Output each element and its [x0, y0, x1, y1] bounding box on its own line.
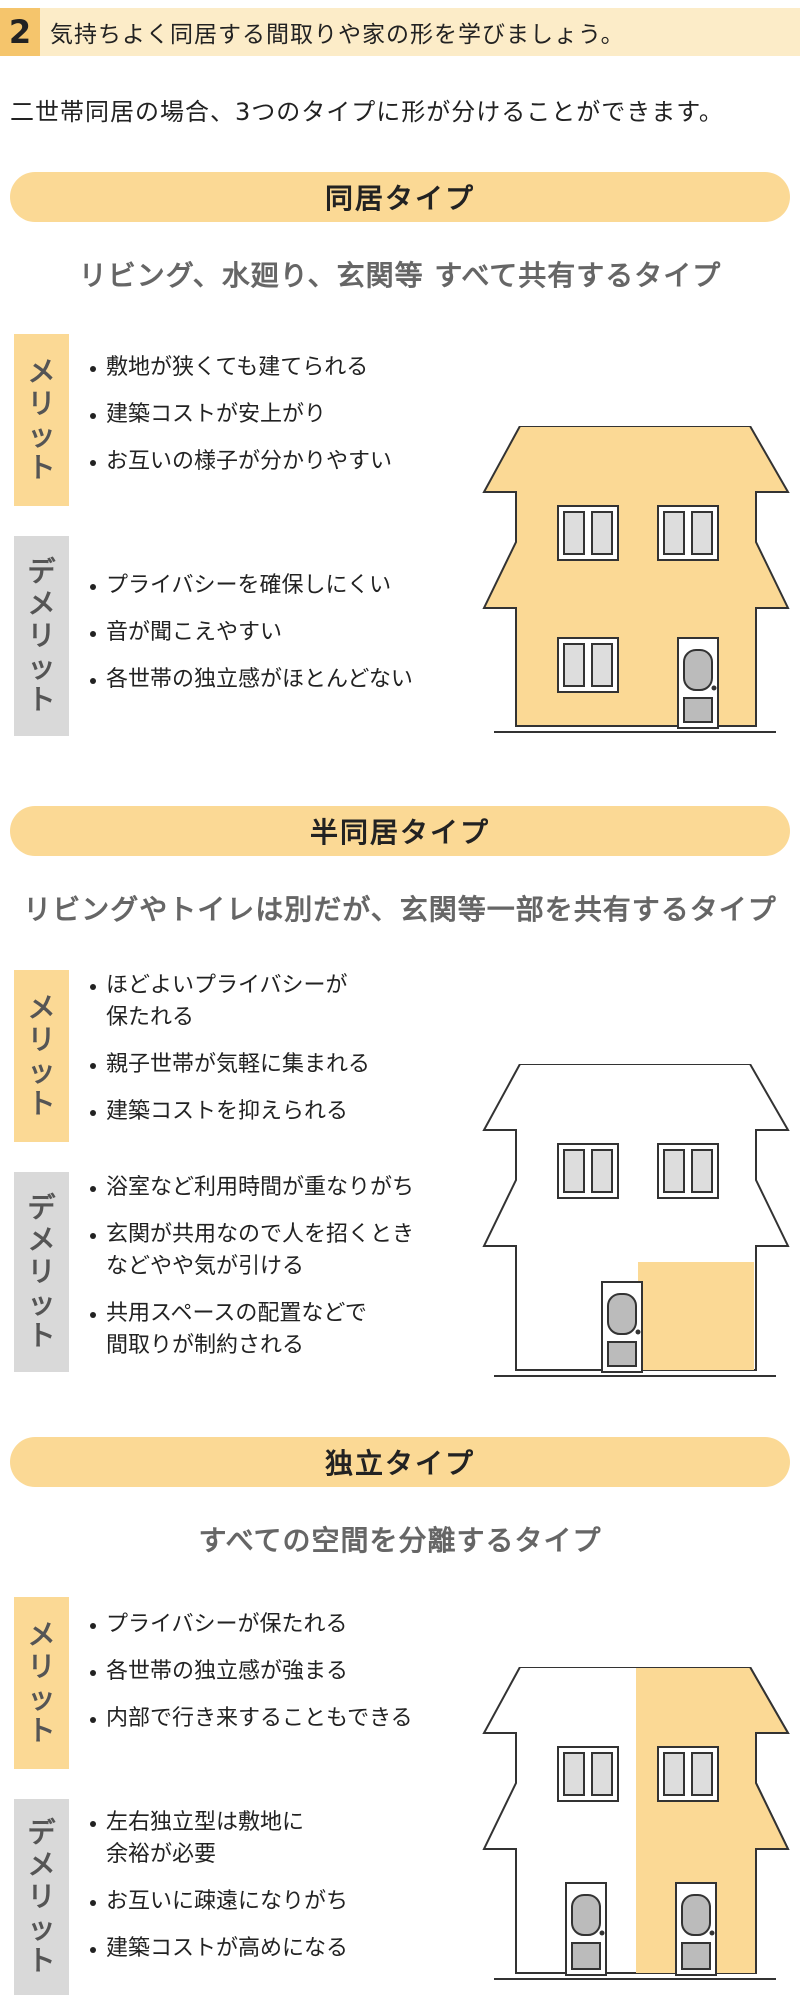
label-char: ト — [27, 1319, 56, 1353]
demerit-list: 浴室など利用時間が重なりがち玄関が共用なので人を招くときなどやや気が引ける共用ス… — [88, 1172, 414, 1377]
merit-label: メリット — [14, 334, 69, 506]
label-char: リ — [27, 386, 56, 420]
list-item: プライバシーが保たれる — [88, 1609, 413, 1641]
type-section-full: 同居タイプ リビング、水廻り、玄関等 すべて共有するタイプ メリット 敷地が狭く… — [0, 172, 800, 752]
label-char: メ — [27, 1847, 56, 1881]
label-char: リ — [27, 618, 56, 652]
label-char: ト — [27, 451, 56, 485]
label-char: リ — [27, 1649, 56, 1683]
list-item: プライバシーを確保しにくい — [88, 570, 413, 602]
label-char: ッ — [27, 1287, 56, 1321]
list-item: 親子世帯が気軽に集まれる — [88, 1049, 370, 1081]
label-char: ト — [27, 1944, 56, 1978]
section-header: 2 気持ちよく同居する間取りや家の形を学びましょう。 — [0, 8, 800, 56]
section-number: 2 — [0, 8, 40, 56]
label-char: リ — [27, 1022, 56, 1056]
house-half-shared-icon — [482, 1064, 790, 1377]
label-char: リ — [27, 1879, 56, 1913]
demerit-list: 左右独立型は敷地に余裕が必要お互いに疎遠になりがち建築コストが高めになる — [88, 1807, 348, 1980]
list-item: 共用スペースの配置などで間取りが制約される — [88, 1298, 414, 1362]
list-item: 左右独立型は敷地に余裕が必要 — [88, 1807, 348, 1871]
label-char: ッ — [27, 1055, 56, 1088]
merit-list: 敷地が狭くても建てられる建築コストが安上がりお互いの様子が分かりやすい — [88, 352, 392, 493]
merit-list: ほどよいプライバシーが保たれる親子世帯が気軽に集まれる建築コストを抑えられる — [88, 970, 370, 1143]
merit-label: メリット — [14, 1597, 69, 1769]
list-item: 各世帯の独立感がほとんどない — [88, 664, 413, 696]
type-heading: 同居タイプ — [10, 172, 790, 222]
label-char: ト — [27, 1714, 56, 1748]
list-item: 玄関が共用なので人を招くときなどやや気が引ける — [88, 1219, 414, 1283]
demerit-label: デメリット — [14, 1799, 69, 1995]
list-item: お互いに疎遠になりがち — [88, 1886, 348, 1918]
label-char: メ — [27, 1222, 56, 1256]
list-item: 音が聞こえやすい — [88, 617, 413, 649]
type-heading: 半同居タイプ — [10, 806, 790, 856]
label-char: デ — [27, 1190, 56, 1224]
label-char: デ — [27, 1815, 56, 1849]
merit-list: プライバシーが保たれる各世帯の独立感が強まる内部で行き来することもできる — [88, 1609, 413, 1750]
label-char: ッ — [27, 419, 56, 452]
list-item: ほどよいプライバシーが保たれる — [88, 970, 370, 1034]
list-item: 各世帯の独立感が強まる — [88, 1656, 413, 1688]
list-item: お互いの様子が分かりやすい — [88, 446, 392, 478]
label-char: メ — [27, 586, 56, 620]
type-subtitle: すべての空間を分離するタイプ — [198, 1524, 602, 1557]
type-subtitle: リビング、水廻り、玄関等 すべて共有するタイプ — [78, 259, 722, 292]
section-title: 気持ちよく同居する間取りや家の形を学びましょう。 — [50, 22, 625, 48]
demerit-list: プライバシーを確保しにくい音が聞こえやすい各世帯の独立感がほとんどない — [88, 570, 413, 711]
house-independent-icon — [482, 1667, 790, 1980]
label-char: デ — [27, 554, 56, 588]
merit-label: メリット — [14, 970, 69, 1142]
label-char: ト — [27, 1087, 56, 1121]
list-item: 内部で行き来することもできる — [88, 1703, 413, 1735]
demerit-label: デメリット — [14, 536, 69, 736]
type-section-independent: 独立タイプ すべての空間を分離するタイプ メリット プライバシーが保たれる各世帯… — [0, 1437, 800, 2000]
label-char: メ — [27, 990, 56, 1024]
type-heading: 独立タイプ — [10, 1437, 790, 1487]
demerit-label: デメリット — [14, 1172, 69, 1372]
house-full-shared-icon — [482, 426, 790, 733]
type-subtitle: リビングやトイレは別だが、玄関等一部を共有するタイプ — [23, 893, 777, 926]
label-char: リ — [27, 1254, 56, 1288]
list-item: 建築コストを抑えられる — [88, 1096, 370, 1128]
label-char: メ — [27, 1617, 56, 1651]
label-char: ッ — [27, 1682, 56, 1715]
label-char: メ — [27, 354, 56, 388]
list-item: 建築コストが安上がり — [88, 399, 392, 431]
label-char: ッ — [27, 651, 56, 685]
intro-text: 二世帯同居の場合、3つのタイプに形が分けることができます。 — [10, 98, 724, 126]
type-section-half: 半同居タイプ リビングやトイレは別だが、玄関等一部を共有するタイプ メリット ほ… — [0, 806, 800, 1396]
list-item: 浴室など利用時間が重なりがち — [88, 1172, 414, 1204]
list-item: 建築コストが高めになる — [88, 1933, 348, 1965]
label-char: ト — [27, 683, 56, 717]
label-char: ッ — [27, 1912, 56, 1946]
list-item: 敷地が狭くても建てられる — [88, 352, 392, 384]
